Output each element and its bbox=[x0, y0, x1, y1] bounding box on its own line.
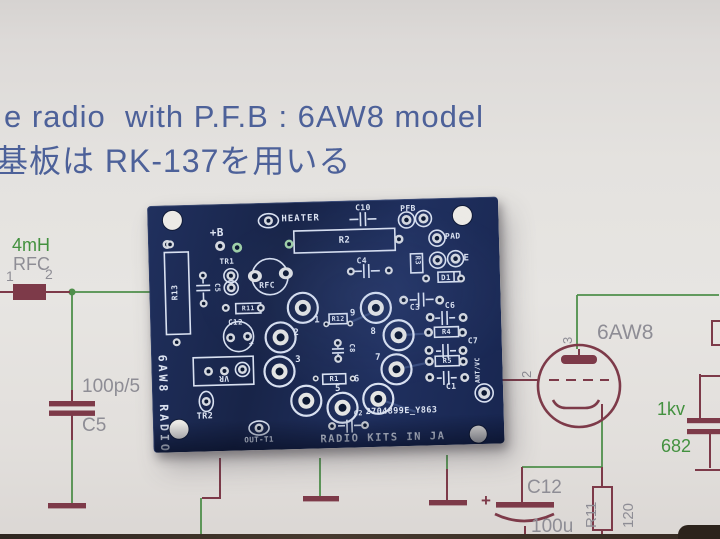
silk-c7: C7 bbox=[467, 336, 479, 346]
silk-heater: HEATER bbox=[281, 213, 321, 225]
silk-side-text: 6AW8 RADIO bbox=[155, 354, 173, 455]
edge-res-value-label: 682 bbox=[661, 436, 692, 456]
silk-antvc: ANT/VC bbox=[473, 357, 482, 384]
silk-c12: C12 bbox=[228, 317, 244, 327]
silk-tr1: TR1 bbox=[219, 256, 235, 267]
tube-name-label: 6AW8 bbox=[597, 321, 654, 344]
silk-c10: C10 bbox=[355, 202, 371, 213]
silk-c12-plus: + bbox=[248, 339, 255, 349]
silk-c3: C3 bbox=[409, 302, 421, 312]
c5-cap-plate bbox=[49, 401, 95, 407]
ground-symbol bbox=[303, 496, 339, 502]
c4-symbol bbox=[352, 264, 380, 279]
c12-cap-curve bbox=[494, 512, 555, 523]
r11-value-label: 120 bbox=[620, 502, 637, 528]
socket-pin-2: 2 bbox=[293, 327, 300, 339]
ground-symbol bbox=[48, 503, 86, 509]
inductor-pin2-label: 2 bbox=[45, 266, 53, 282]
junction-dot bbox=[68, 288, 76, 296]
tube-pin2-label: 2 bbox=[519, 370, 534, 378]
r11-name-label: R11 bbox=[583, 501, 600, 528]
rfc-inductor-symbol bbox=[13, 284, 46, 300]
silk-rfc: RFC bbox=[259, 280, 275, 290]
silk-r4: R4 bbox=[441, 327, 452, 337]
title-line-1: e radio with P.F.B : 6AW8 model bbox=[4, 99, 484, 134]
silk-c4: C4 bbox=[356, 256, 368, 266]
silk-d1: D1 bbox=[440, 272, 452, 283]
socket-pin-6: 6 bbox=[353, 374, 360, 385]
silk-c8: C8 bbox=[347, 343, 357, 353]
silk-r11: R11 bbox=[241, 304, 255, 313]
edge-cap-plate bbox=[687, 418, 720, 424]
title-line-2: 基板は RK-137を用いる bbox=[0, 143, 352, 179]
inductor-name-label: RFC bbox=[13, 254, 50, 274]
schematic-wires-green bbox=[68, 288, 719, 539]
tube-envelope bbox=[536, 343, 622, 429]
silk-r12: R12 bbox=[331, 314, 345, 324]
silk-c6: C6 bbox=[444, 300, 456, 310]
silk-pfb: PFB bbox=[400, 203, 416, 214]
tube-plate bbox=[561, 355, 597, 364]
pcb-board: +B HEATER C10 PFB PAD E R3 D1 R2 C4 C3 C… bbox=[147, 196, 505, 455]
edge-cap-value-label: 1kv bbox=[657, 399, 686, 419]
silk-board-id: 2704899E_Y863 bbox=[365, 405, 438, 418]
socket-pin-3: 3 bbox=[295, 354, 302, 366]
silk-vr: VR bbox=[218, 373, 230, 384]
socket-pin-7: 7 bbox=[375, 352, 382, 363]
silk-r13: R13 bbox=[170, 284, 180, 301]
cap5-name-label: C5 bbox=[82, 415, 107, 436]
silk-c2: C2 bbox=[353, 409, 364, 418]
schematic-components-red bbox=[0, 284, 720, 539]
silk-tr2: TR2 bbox=[196, 411, 214, 422]
socket-pin-5: 5 bbox=[334, 383, 341, 394]
c12-name-label: C12 bbox=[527, 477, 562, 498]
inductor-pin1-label: 1 bbox=[6, 268, 14, 284]
socket-pin-1: 1 bbox=[314, 315, 321, 326]
edge-partial-box bbox=[711, 320, 720, 346]
c6-symbol bbox=[435, 310, 456, 326]
silk-r1: R1 bbox=[329, 374, 339, 384]
silk-r3: R3 bbox=[413, 255, 422, 266]
c12-cap-plate bbox=[496, 502, 554, 508]
socket-pin-8: 8 bbox=[370, 326, 377, 337]
silk-out-t1: OUT-T1 bbox=[244, 434, 274, 445]
silk-pad: PAD bbox=[444, 231, 461, 241]
silk-c5: C5 bbox=[213, 283, 222, 293]
c12-plus-sign: + bbox=[481, 491, 491, 510]
c5-symbol bbox=[196, 277, 211, 301]
socket-pin-9: 9 bbox=[349, 308, 356, 319]
silk-plus-b: +B bbox=[209, 225, 224, 240]
table-edge-corner bbox=[678, 525, 720, 539]
silk-r5: R5 bbox=[442, 356, 453, 366]
inductor-value-label: 4mH bbox=[12, 235, 51, 255]
c10-symbol bbox=[349, 212, 377, 227]
tube-pin3-label: 3 bbox=[560, 336, 575, 344]
silk-c1: C1 bbox=[445, 381, 457, 391]
tube-cathode bbox=[551, 399, 601, 410]
silk-e: E bbox=[463, 253, 470, 264]
ground-symbol bbox=[429, 500, 467, 506]
c12-value-label: 100u bbox=[531, 516, 574, 537]
table-edge bbox=[0, 534, 720, 539]
cap5-value-label: 100p/5 bbox=[82, 376, 141, 397]
